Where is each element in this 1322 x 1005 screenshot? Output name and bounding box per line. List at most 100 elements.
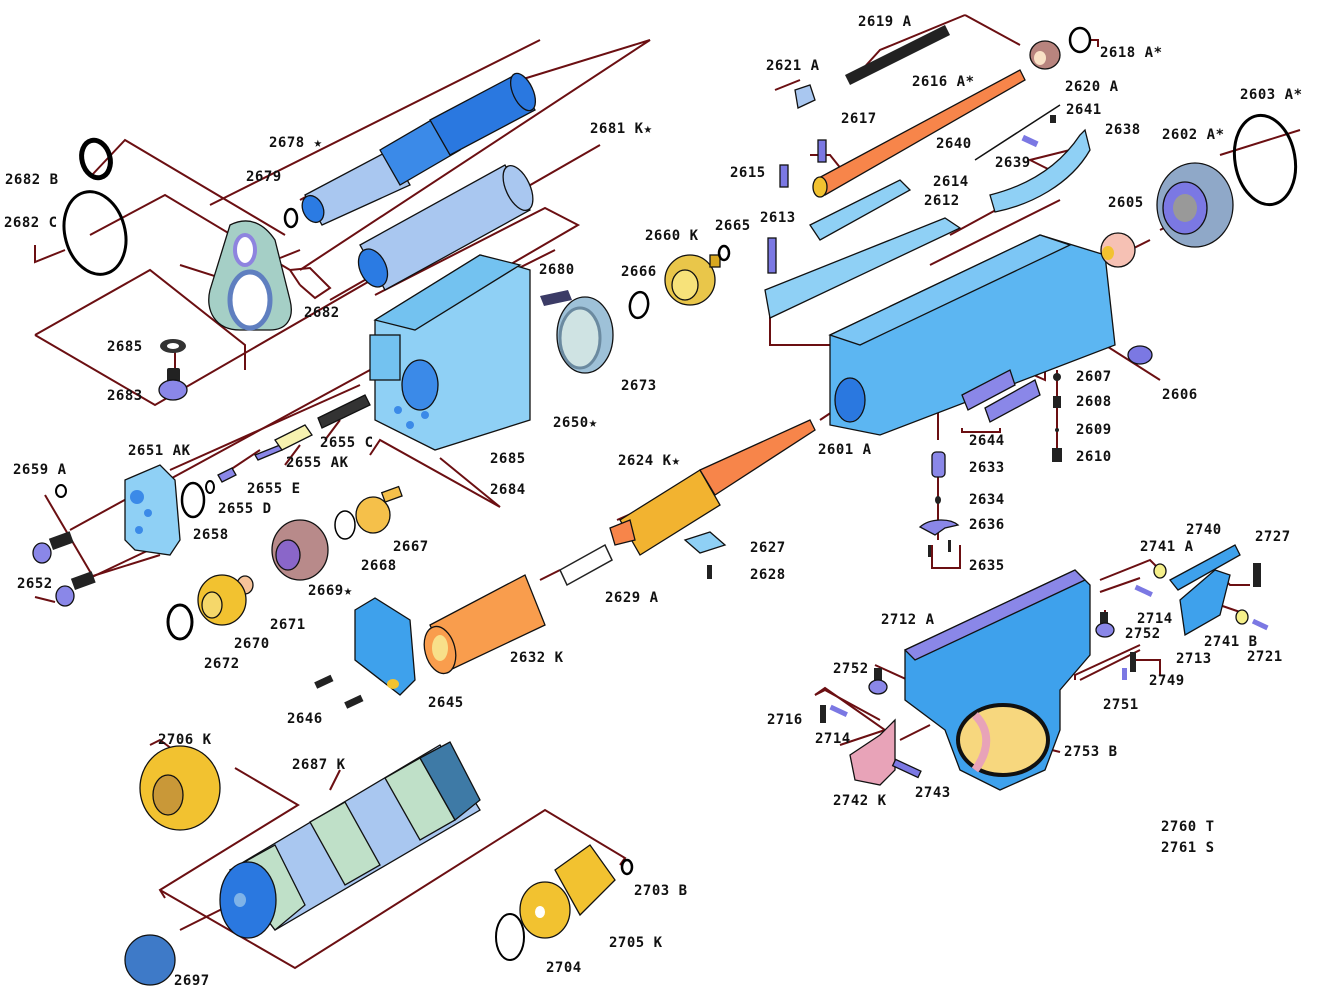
- part-2669-spring-housing: [271, 519, 329, 581]
- label-2650-text: 2650: [553, 415, 589, 431]
- label-2651AK: 2651 AK: [128, 443, 191, 459]
- label-2685-top: 2685: [107, 339, 143, 355]
- label-2603A: 2603 A*: [1240, 87, 1303, 103]
- label-2633: 2633: [969, 460, 1005, 476]
- part-2697-cap: [124, 934, 176, 986]
- part-2752b-screw: [868, 668, 888, 695]
- part-2670-cap: [197, 574, 247, 626]
- part-2685-washer: [160, 339, 186, 353]
- label-2681K-text: 2681 K: [590, 121, 644, 137]
- part-2641-ball: [1050, 115, 1056, 123]
- part-2727-spring: [1253, 563, 1261, 587]
- part-2713-sear: [1179, 569, 1231, 637]
- label-2751: 2751: [1103, 697, 1139, 713]
- part-2712A-trigger-housing: [903, 569, 1091, 791]
- label-2687K: 2687 K: [292, 757, 346, 773]
- part-2687K-air-cylinder: [219, 741, 481, 939]
- label-2671: 2671: [270, 617, 306, 633]
- label-2645: 2645: [428, 695, 464, 711]
- label-2669-star: ★: [343, 583, 353, 599]
- label-2753B: 2753 B: [1064, 744, 1118, 760]
- part-2618A-oring: [1068, 26, 1092, 54]
- part-2679-oring: [283, 207, 299, 229]
- label-2682: 2682: [304, 305, 340, 321]
- part-2667-plug: [355, 485, 403, 534]
- part-2638-sear: [989, 128, 1091, 213]
- label-2678-star: ★: [313, 135, 323, 151]
- part-2705K-fitting: [519, 844, 616, 939]
- part-2616A-rod: [812, 69, 1026, 198]
- part-2658-oring: [180, 481, 206, 519]
- label-2680: 2680: [539, 262, 575, 278]
- part-2672-oring: [166, 603, 194, 641]
- label-2655E: 2655 E: [247, 481, 301, 497]
- label-2665: 2665: [715, 218, 751, 234]
- label-2741B: 2741 B: [1204, 634, 1258, 650]
- part-2751-pin: [1122, 668, 1127, 680]
- label-2682B: 2682 B: [5, 172, 59, 188]
- part-2655C-spring: [317, 394, 371, 429]
- label-2629A: 2629 A: [605, 590, 659, 606]
- label-2684: 2684: [490, 482, 526, 498]
- label-2655D: 2655 D: [218, 501, 272, 517]
- label-2667: 2667: [393, 539, 429, 555]
- label-2660K: 2660 K: [645, 228, 699, 244]
- label-2616A: 2616 A*: [912, 74, 975, 90]
- label-2659A: 2659 A: [13, 462, 67, 478]
- label-2618A: 2618 A*: [1100, 45, 1163, 61]
- part-2741A-bushing: [1153, 563, 1167, 579]
- label-2678: 2678 ★: [269, 135, 323, 151]
- part-2628-screw: [707, 565, 712, 579]
- label-2635: 2635: [969, 558, 1005, 574]
- part-2646-screws: [314, 674, 364, 709]
- part-2714b-pin: [829, 704, 848, 717]
- part-2706K-knurled-cap: [139, 745, 221, 831]
- label-2714-left: 2714: [815, 731, 851, 747]
- label-2669-text: 2669: [308, 583, 344, 599]
- label-2646: 2646: [287, 711, 323, 727]
- part-2666-oring: [628, 290, 650, 320]
- part-2615-pin: [779, 164, 789, 188]
- label-2714-right: 2714: [1137, 611, 1173, 627]
- part-2660K-valve: [664, 254, 721, 306]
- label-2610: 2610: [1076, 449, 1112, 465]
- label-2683: 2683: [107, 388, 143, 404]
- label-2612: 2612: [924, 193, 960, 209]
- label-2752-left: 2752: [833, 661, 869, 677]
- label-2658: 2658: [193, 527, 229, 543]
- part-2703B-oring: [620, 858, 634, 876]
- part-2680-screw: [540, 290, 572, 306]
- part-2624K-hammer: [609, 419, 816, 556]
- label-2634: 2634: [969, 492, 1005, 508]
- part-2629A-spring: [559, 543, 613, 587]
- part-2601A-receiver: [828, 234, 1116, 436]
- label-2644: 2644: [969, 433, 1005, 449]
- label-2727: 2727: [1255, 529, 1291, 545]
- label-2650: 2650★: [553, 415, 598, 431]
- label-2619A: 2619 A: [858, 14, 912, 30]
- label-2605: 2605: [1108, 195, 1144, 211]
- label-2620A: 2620 A: [1065, 79, 1119, 95]
- label-2650-star: ★: [588, 415, 598, 431]
- part-2655D-oring: [205, 480, 215, 494]
- part-2749-spring: [1130, 652, 1136, 672]
- label-2706K: 2706 K: [158, 732, 212, 748]
- label-2617: 2617: [841, 111, 877, 127]
- part-2619A-spring: [845, 25, 950, 85]
- part-2603A-oring: [1232, 113, 1298, 207]
- label-2655C: 2655 C: [320, 435, 374, 451]
- label-2613: 2613: [760, 210, 796, 226]
- label-2638: 2638: [1105, 122, 1141, 138]
- part-2612-lever: [764, 217, 962, 319]
- label-2743: 2743: [915, 785, 951, 801]
- part-2682C-oring: [62, 190, 128, 276]
- label-2628: 2628: [750, 567, 786, 583]
- part-2640-spring-wire: [974, 104, 1061, 161]
- part-2620A-bushing: [1029, 40, 1061, 70]
- label-2704: 2704: [546, 960, 582, 976]
- part-2683-screw: [158, 368, 188, 401]
- label-2741A: 2741 A: [1140, 539, 1194, 555]
- label-2673: 2673: [621, 378, 657, 394]
